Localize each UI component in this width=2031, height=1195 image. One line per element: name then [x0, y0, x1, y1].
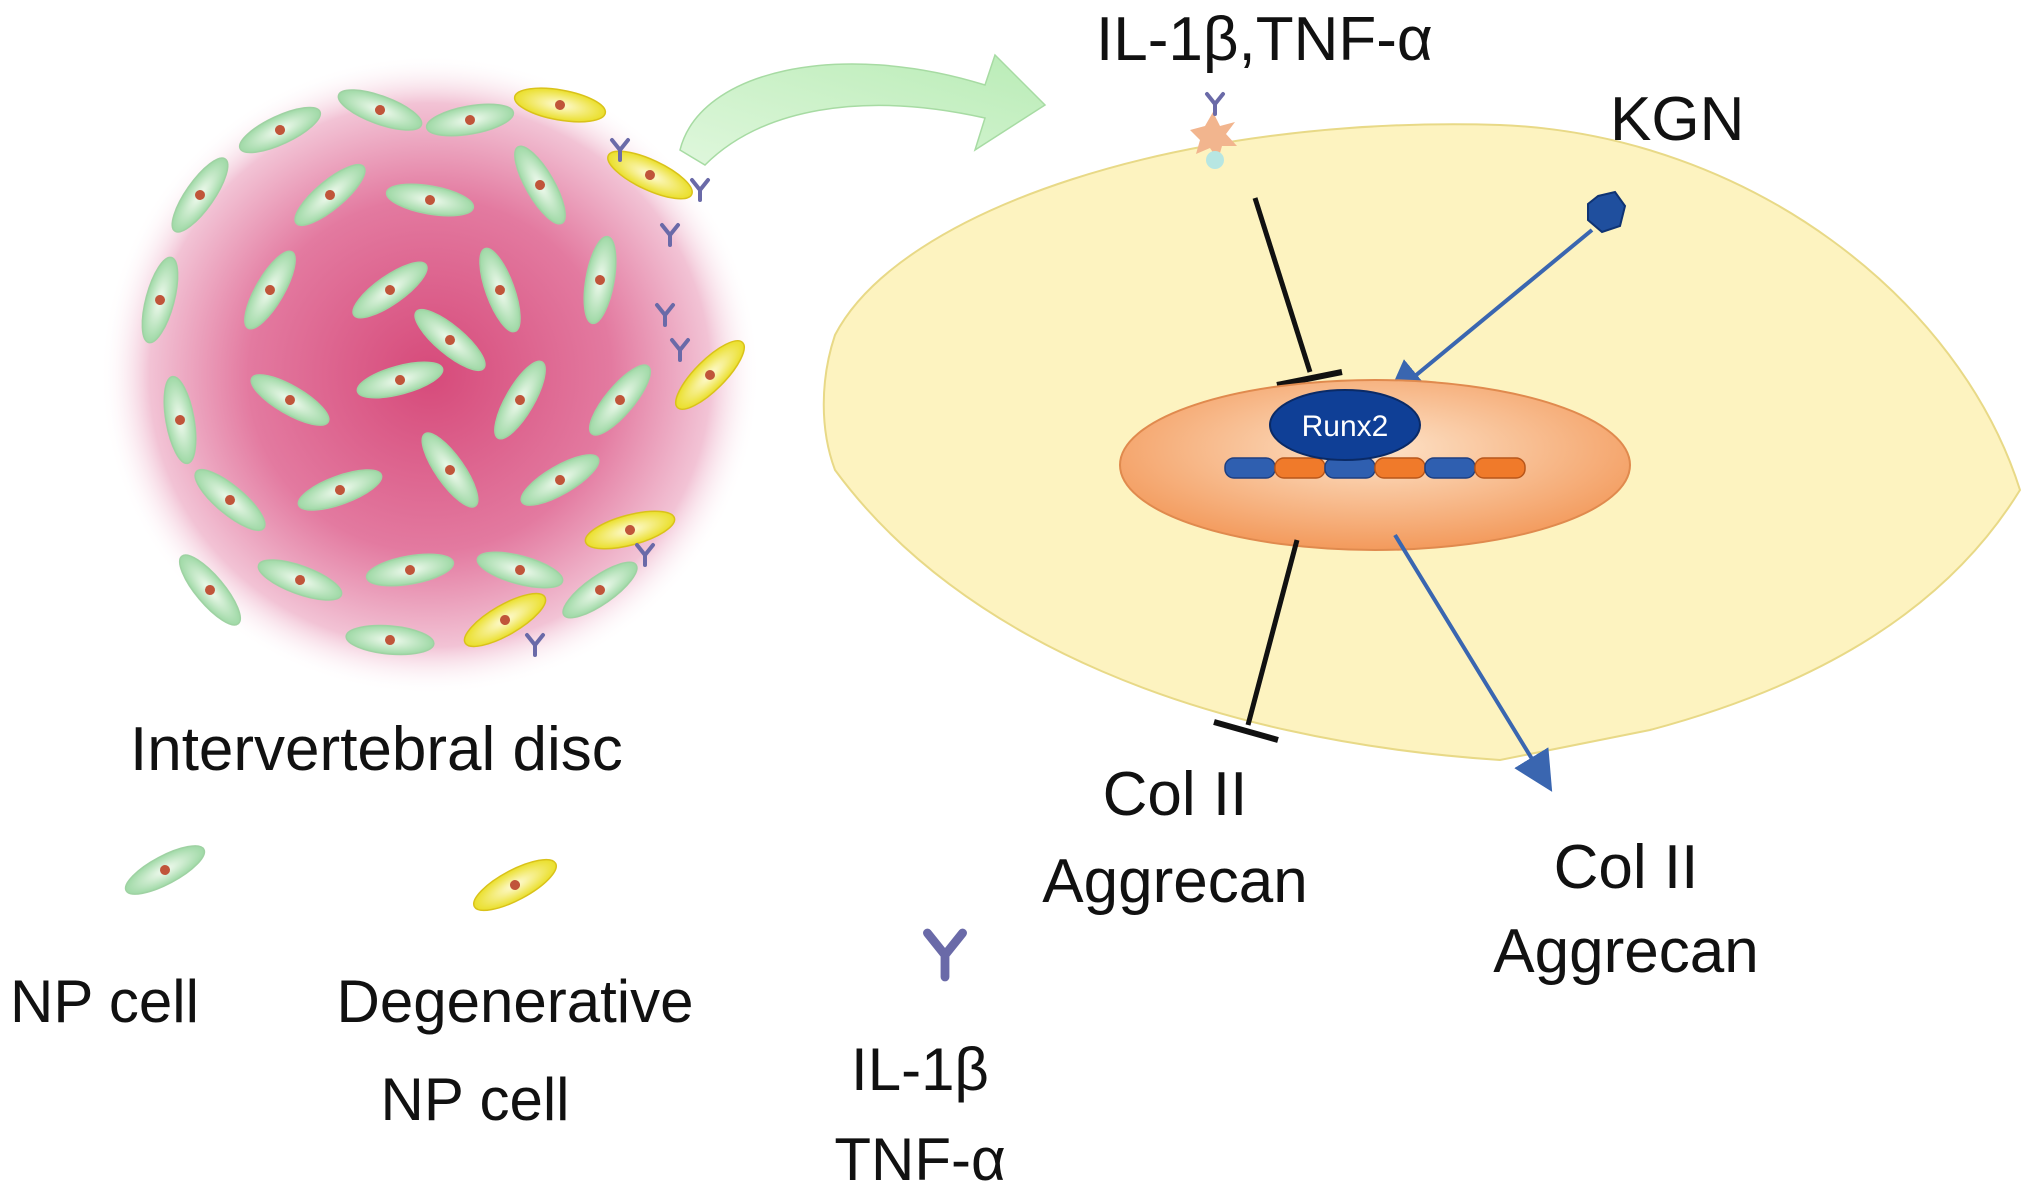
cytokine-inhibition-line [1252, 197, 1343, 388]
dna-strand [1224, 457, 1526, 479]
aggrecan-promoted-label: Aggrecan [1493, 917, 1758, 986]
matrix-activation-arrow [1393, 533, 1553, 792]
matrix-inhibition-line [1213, 539, 1300, 743]
kgn-molecule-icon [1587, 190, 1627, 234]
legend-il1b-label: IL-1β [851, 1036, 989, 1103]
legend-degenerative-cell-icon [466, 849, 564, 921]
kgn-activation-arrow [1385, 228, 1594, 401]
cytokine-star-icon [1190, 112, 1237, 169]
intervertebral-disc [100, 55, 760, 695]
runx2-label: Runx2 [1302, 410, 1389, 443]
legend-np-cell-icon [118, 836, 212, 904]
legend-degenerative-label-2: NP cell [381, 1066, 570, 1133]
aggrecan-inhibited-label: Aggrecan [1042, 847, 1307, 916]
legend: NP cell Degenerative NP cell IL-1β TNF-α [10, 836, 1006, 1193]
nucleus: Runx2 [1119, 379, 1631, 551]
membrane-receptor-icon [1205, 92, 1225, 116]
runx2-protein: Runx2 [1269, 389, 1421, 461]
disc-label: Intervertebral disc [130, 715, 623, 784]
kgn-label: KGN [1610, 85, 1744, 154]
legend-tnfa-label: TNF-α [834, 1126, 1005, 1193]
transition-arrow-icon [679, 53, 1047, 166]
legend-np-cell-label: NP cell [10, 968, 199, 1035]
col-ii-inhibited-label: Col II [1103, 760, 1248, 829]
legend-degenerative-label-1: Degenerative [337, 968, 694, 1035]
cytokines-top-label: IL-1β,TNF-α [1096, 5, 1433, 74]
legend-receptor-icon [927, 933, 962, 977]
col-ii-promoted-label: Col II [1554, 833, 1699, 902]
